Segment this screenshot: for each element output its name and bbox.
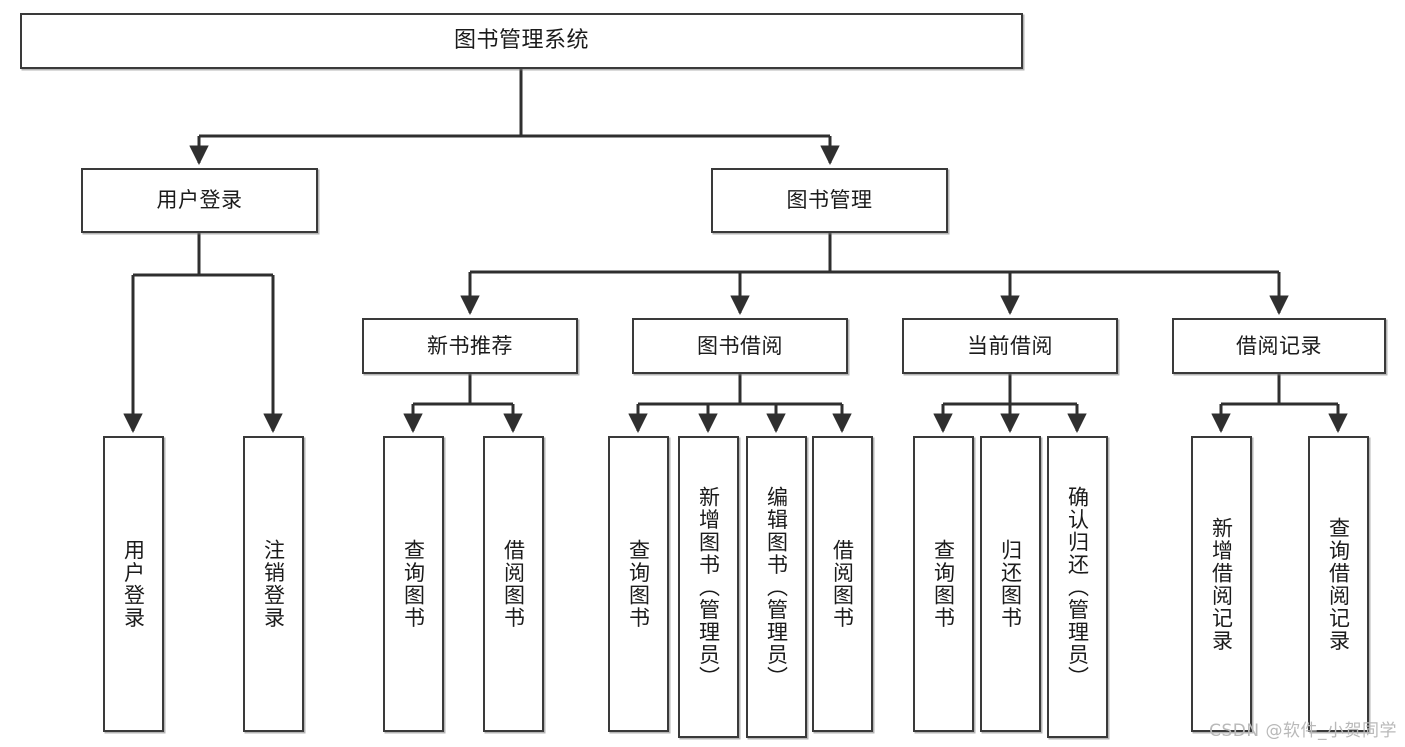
node-user-login-label: 用户登录 [156, 188, 243, 213]
node-leaf-logout-label: 注销登录 [261, 539, 286, 629]
node-leaf-borrow-book-1-label: 借阅图书 [501, 539, 526, 629]
node-current-borrow[interactable]: 当前借阅 [902, 318, 1118, 374]
node-leaf-return-book-label: 归还图书 [998, 539, 1023, 629]
node-leaf-query-book-1[interactable]: 查询图书 [383, 436, 444, 732]
node-leaf-user-login[interactable]: 用户登录 [103, 436, 164, 732]
node-leaf-query-book-2[interactable]: 查询图书 [608, 436, 669, 732]
node-leaf-confirm-return[interactable]: 确认归还（管理员） [1047, 436, 1108, 738]
node-leaf-add-book-label: 新增图书（管理员） [696, 485, 721, 689]
node-leaf-logout[interactable]: 注销登录 [243, 436, 304, 732]
node-leaf-query-book-3-label: 查询图书 [931, 539, 956, 629]
node-book-manage-label: 图书管理 [786, 188, 873, 213]
node-new-book-recommend[interactable]: 新书推荐 [362, 318, 578, 374]
node-leaf-add-record[interactable]: 新增借阅记录 [1191, 436, 1252, 732]
node-leaf-return-book[interactable]: 归还图书 [980, 436, 1041, 732]
node-leaf-query-record-label: 查询借阅记录 [1326, 516, 1351, 652]
node-leaf-edit-book[interactable]: 编辑图书（管理员） [746, 436, 807, 738]
node-book-borrow[interactable]: 图书借阅 [632, 318, 848, 374]
node-book-manage[interactable]: 图书管理 [711, 168, 948, 233]
node-leaf-query-book-2-label: 查询图书 [626, 539, 651, 629]
node-leaf-borrow-book-2-label: 借阅图书 [830, 539, 855, 629]
node-leaf-edit-book-label: 编辑图书（管理员） [764, 485, 789, 689]
node-leaf-borrow-book-2[interactable]: 借阅图书 [812, 436, 873, 732]
node-leaf-query-book-1-label: 查询图书 [401, 539, 426, 629]
node-leaf-user-login-label: 用户登录 [121, 539, 146, 629]
node-root[interactable]: 图书管理系统 [20, 13, 1023, 69]
node-new-book-recommend-label: 新书推荐 [427, 333, 513, 358]
node-leaf-query-record[interactable]: 查询借阅记录 [1308, 436, 1369, 732]
node-leaf-add-book[interactable]: 新增图书（管理员） [678, 436, 739, 738]
node-book-borrow-label: 图书借阅 [697, 333, 783, 358]
node-borrow-record-label: 借阅记录 [1236, 333, 1322, 358]
node-leaf-confirm-return-label: 确认归还（管理员） [1065, 485, 1090, 689]
node-leaf-query-book-3[interactable]: 查询图书 [913, 436, 974, 732]
node-borrow-record[interactable]: 借阅记录 [1172, 318, 1386, 374]
node-user-login[interactable]: 用户登录 [81, 168, 318, 233]
node-leaf-add-record-label: 新增借阅记录 [1209, 516, 1234, 652]
node-leaf-borrow-book-1[interactable]: 借阅图书 [483, 436, 544, 732]
node-current-borrow-label: 当前借阅 [967, 333, 1053, 358]
node-root-label: 图书管理系统 [453, 28, 589, 54]
csdn-watermark: CSDN @软件_小贺同学 [1209, 721, 1397, 741]
